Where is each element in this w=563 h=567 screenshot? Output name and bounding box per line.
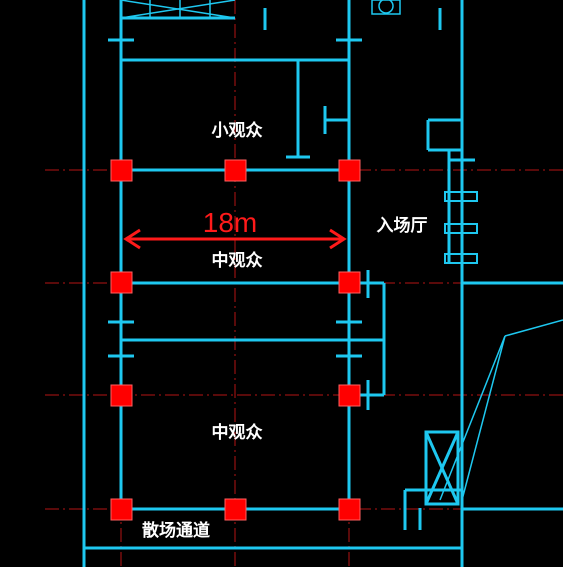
column — [224, 498, 247, 521]
arrowhead-right — [329, 228, 347, 250]
stair-cross — [424, 431, 460, 505]
column — [338, 159, 361, 182]
fixture-box — [371, 0, 401, 15]
dimension-arrow — [123, 228, 347, 250]
column — [110, 384, 133, 407]
ramp-line — [461, 335, 506, 501]
stair-box — [424, 430, 460, 506]
label-middle-audience: 中观众 — [212, 250, 264, 271]
fixture-circle — [378, 0, 394, 14]
door-ticks — [108, 8, 475, 530]
truss-diagonal — [120, 0, 236, 19]
column — [338, 384, 361, 407]
ramp-line — [439, 335, 506, 501]
columns — [110, 159, 361, 521]
arrowhead-left — [123, 228, 141, 250]
label-middle-audience: 中观众 — [212, 422, 264, 443]
column — [110, 271, 133, 294]
label-small-audience: 小观众 — [212, 120, 264, 141]
door-leaf — [444, 223, 478, 234]
label-exit-passage: 散场通道 — [142, 520, 210, 541]
door-leaf — [444, 253, 478, 264]
column — [224, 159, 247, 182]
entrance-doors — [444, 191, 478, 264]
column — [338, 271, 361, 294]
door-leaf — [444, 191, 478, 202]
column — [338, 498, 361, 521]
thin-lines — [120, 0, 563, 501]
span-dimension-label: 18m — [203, 207, 257, 238]
column — [110, 159, 133, 182]
ramp-line — [504, 319, 563, 337]
label-entrance-hall: 入场厅 — [377, 216, 428, 236]
column — [110, 498, 133, 521]
